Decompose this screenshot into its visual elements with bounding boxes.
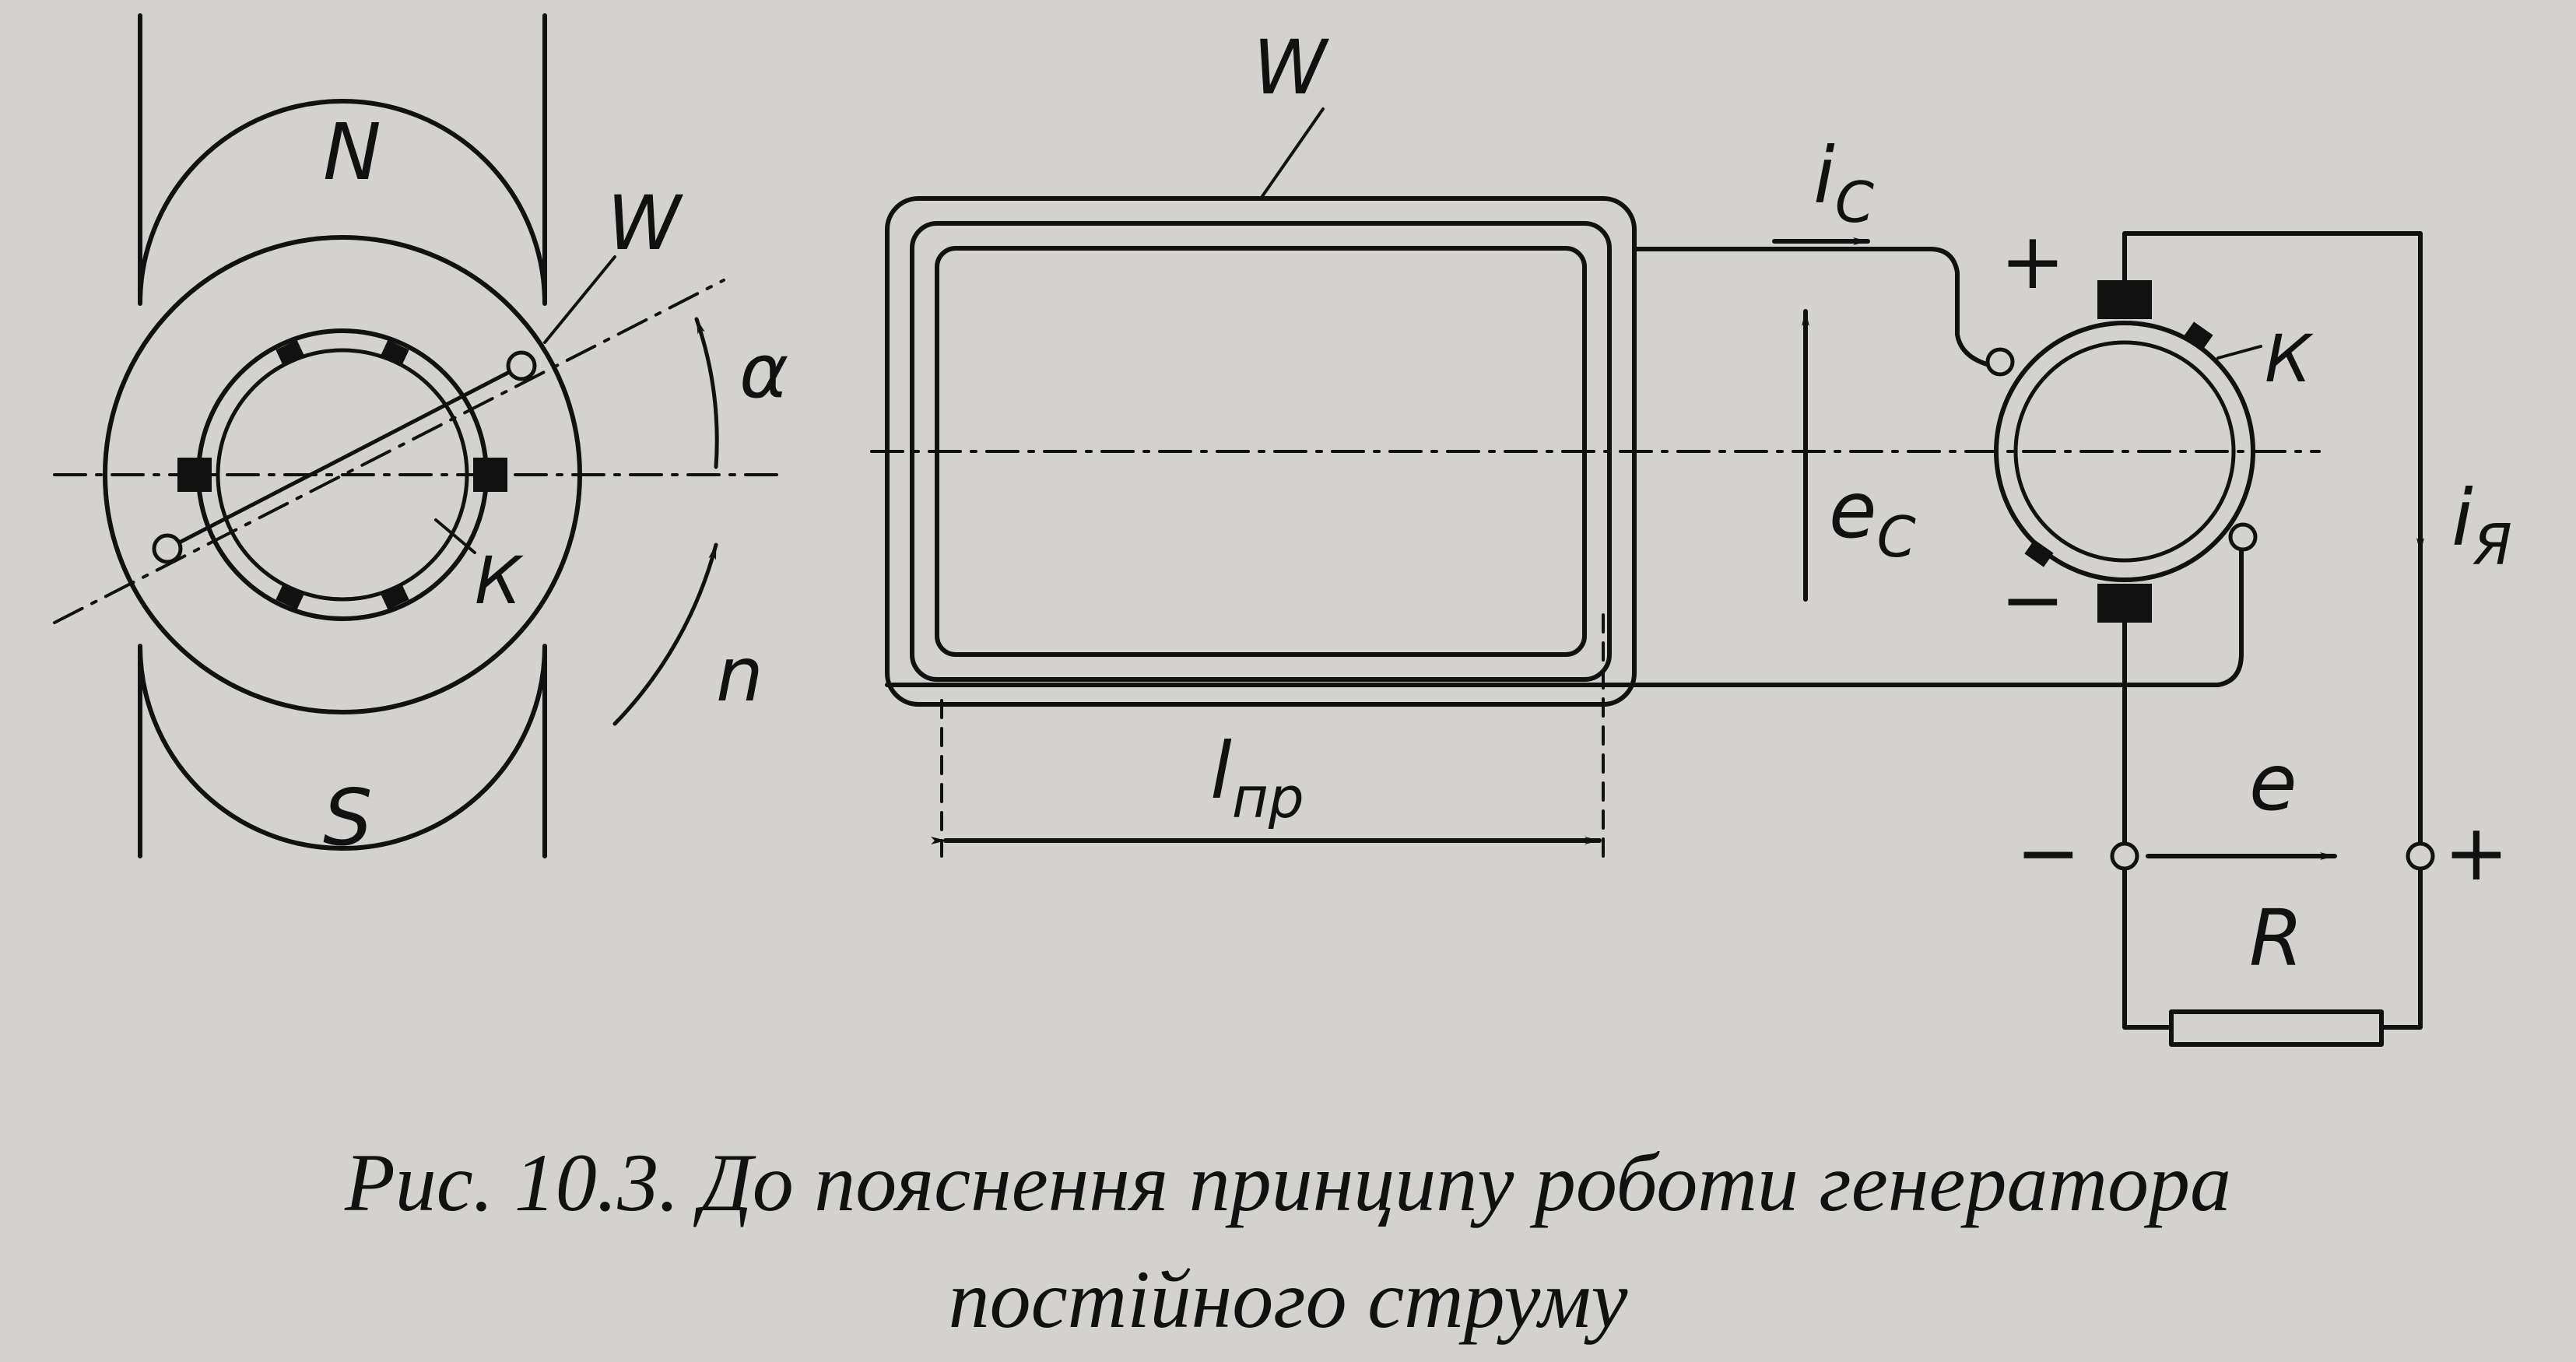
winding-left-label: W bbox=[607, 180, 683, 267]
collector-tap-left bbox=[1985, 347, 2015, 377]
winding-left-leader bbox=[543, 255, 616, 344]
north-pole bbox=[138, 13, 547, 306]
conductor-length-main: l bbox=[1210, 725, 1232, 816]
conductor-length-label: lпр bbox=[1210, 725, 1304, 830]
collector-left-leader bbox=[434, 518, 476, 554]
emf-label: e bbox=[2249, 737, 2297, 828]
cross-section-labels: N S W α n К bbox=[323, 107, 788, 863]
north-label: N bbox=[323, 107, 381, 198]
armature-current-sub: Я bbox=[2472, 512, 2512, 577]
rotation-n-label: n bbox=[716, 631, 763, 718]
collector-left-label: К bbox=[475, 542, 524, 619]
collector-right-leader bbox=[2216, 345, 2262, 360]
terminal-minus[interactable] bbox=[2110, 841, 2139, 871]
armature-current-main: i bbox=[2451, 472, 2473, 563]
collector-right-segments bbox=[2024, 321, 2213, 567]
terminal-minus-label: − bbox=[2016, 807, 2081, 898]
brush-minus-label: − bbox=[2000, 554, 2065, 645]
emf-ec-label: eС bbox=[1829, 465, 1917, 570]
collector-segments bbox=[275, 339, 409, 610]
load-resistance-label: R bbox=[2249, 893, 2303, 984]
angle-alpha-arc bbox=[694, 317, 719, 469]
south-label-text: S bbox=[323, 772, 372, 863]
terminal-plus-label: + bbox=[2444, 807, 2509, 898]
collector-tap-right bbox=[2228, 522, 2258, 552]
collector-inner bbox=[2013, 340, 2236, 563]
conductor-end-right bbox=[506, 350, 537, 381]
winding-top-leader bbox=[1259, 107, 1325, 200]
load-resistor bbox=[2169, 1009, 2384, 1047]
current-ic-label: iС bbox=[1813, 130, 1875, 235]
emf-ec-sub: С bbox=[1877, 504, 1917, 570]
machine-cross-section bbox=[53, 13, 780, 858]
coil-conductor bbox=[165, 363, 524, 551]
current-ic-main: i bbox=[1813, 130, 1835, 221]
caption-line-2: постійного струму bbox=[949, 1254, 1629, 1345]
south-pole bbox=[138, 644, 547, 858]
armature-current-label: iЯ bbox=[2451, 472, 2512, 577]
coil-lead-top bbox=[1632, 247, 1995, 368]
circuit-labels: + − К iЯ e R − + bbox=[2000, 216, 2512, 984]
collector-right-label: К bbox=[2265, 321, 2314, 397]
resistor-right-lead bbox=[2379, 865, 2423, 1030]
minus-lead bbox=[2122, 620, 2174, 1030]
coil-axis bbox=[53, 279, 725, 624]
brush-bottom bbox=[2097, 584, 2152, 623]
collector-circuit bbox=[1985, 231, 2435, 1047]
conductor-length-sub: пр bbox=[1232, 765, 1304, 830]
current-ic-sub: С bbox=[1835, 170, 1875, 235]
brush-top bbox=[2097, 280, 2152, 319]
coil-lead-bottom bbox=[885, 542, 2244, 687]
emf-ec-main: e bbox=[1829, 465, 1877, 556]
brush-plus-label: + bbox=[2000, 216, 2065, 307]
terminal-plus[interactable] bbox=[2406, 841, 2435, 871]
coil-labels: W iС eС lпр bbox=[1210, 24, 1917, 830]
conductor-end-left bbox=[152, 533, 183, 564]
rotation-arrow bbox=[612, 542, 718, 726]
alpha-label: α bbox=[739, 328, 788, 415]
collector-outer bbox=[1994, 321, 2255, 582]
winding-coil bbox=[870, 107, 2321, 858]
winding-top-label: W bbox=[1253, 24, 1329, 111]
caption-line-1: Рис. 10.3. До пояснення принципу роботи … bbox=[344, 1137, 2231, 1228]
